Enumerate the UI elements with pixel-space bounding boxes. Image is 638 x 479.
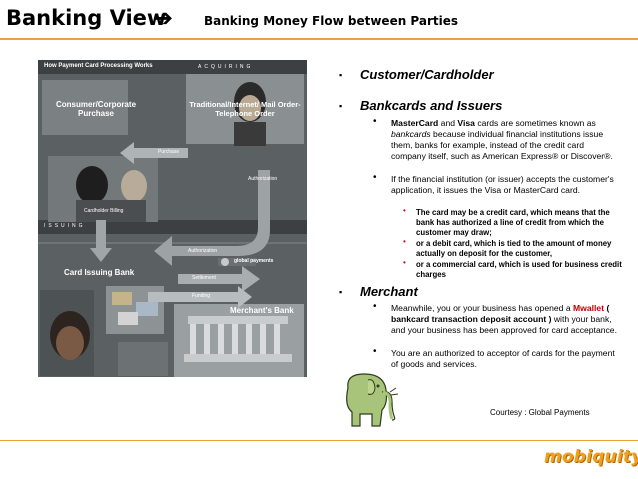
merchant-paragraph-1: Meanwhile, you or your business has open… <box>391 303 621 336</box>
text-span: Meanwhile, you or your business has open… <box>391 303 574 313</box>
issuers-paragraph-1: MasterCard and Visa cards are sometimes … <box>391 118 621 162</box>
merchant-paragraph-2: You are an authorized to acceptor of car… <box>391 348 615 369</box>
mobiquity-logo: mobiquity <box>544 447 638 467</box>
deposit-account-text: ( bankcard transaction deposit account ) <box>391 303 610 324</box>
card-type-credit: The card may be a credit card, which mea… <box>416 208 610 237</box>
text-span: because individual financial institution… <box>391 129 613 161</box>
bullet-marker: • <box>373 172 377 183</box>
issuers-paragraph-2: If the financial institution (or issuer)… <box>391 174 614 195</box>
slide-subtitle: Banking Money Flow between Parties <box>204 14 459 28</box>
graphic-issuing-label: ISSUING <box>44 223 86 229</box>
mwallet-text: Mwallet <box>573 303 605 313</box>
bullet-marker: ▪ <box>339 70 343 80</box>
graphic-purchase-label: Purchase <box>158 149 180 155</box>
bullet-marker: • <box>403 237 406 246</box>
text-span: cards are sometimes known as <box>474 118 596 128</box>
graphic-card-issuing-bank-label: Card Issuing Bank <box>64 268 135 277</box>
slide-header: Banking View ➔ Banking Money Flow betwee… <box>0 0 638 38</box>
graphic-consumer-label: Consumer/Corporate Purchase <box>56 100 137 118</box>
text-span: with your bank, and your business has be… <box>391 314 617 335</box>
graphic-heading: How Payment Card Processing Works <box>44 63 153 69</box>
graphic-merchants-bank-label: Merchant's Bank <box>230 306 294 315</box>
graphic-artwork <box>38 60 307 377</box>
section-title-customer: Customer/Cardholder <box>360 67 494 82</box>
graphic-authorization-label: Authorization <box>248 176 278 182</box>
visa-text: Visa <box>457 118 475 128</box>
graphic-authorization-label-2: Authorization <box>188 248 218 254</box>
graphic-traditional-label: Traditional/Internet/ Mail Order-Telepho… <box>189 100 301 118</box>
graphic-settlement-label: Settlement <box>192 275 216 281</box>
bullet-marker: • <box>373 346 377 357</box>
bullet-marker: • <box>373 301 377 312</box>
bullet-marker: • <box>373 116 377 127</box>
graphic-global-payments-logo: global payments <box>234 258 274 264</box>
courtesy-note: Courtesy : Global Payments <box>490 408 590 417</box>
bullet-marker: • <box>403 206 406 215</box>
graphic-acquiring-label: ACQUIRING <box>198 64 254 70</box>
mastercard-text: MasterCard <box>391 118 439 128</box>
graphic-cardholder-billing-label: Cardholder Billing <box>84 208 124 214</box>
graphic-funding-label: Funding <box>192 293 211 299</box>
section-title-bankcards: Bankcards and Issuers <box>360 98 503 113</box>
bullet-marker: • <box>403 258 406 267</box>
payment-processing-graphic: How Payment Card Processing Works ACQUIR… <box>38 60 307 377</box>
elephant-illustration <box>346 373 399 427</box>
header-divider <box>0 38 638 40</box>
section-title-merchant: Merchant <box>360 284 418 299</box>
bankcards-term: bankcards <box>391 129 431 139</box>
footer-divider <box>0 440 638 441</box>
slide-title: Banking View <box>6 6 167 30</box>
card-type-debit: or a debit card, which is tied to the am… <box>416 239 612 258</box>
card-type-commercial: or a commercial card, which is used for … <box>416 260 622 279</box>
bullet-marker: ▪ <box>339 287 343 297</box>
bullet-marker: ▪ <box>339 101 343 111</box>
right-arrow-icon: ➔ <box>153 4 174 32</box>
text-span: and <box>438 118 458 128</box>
